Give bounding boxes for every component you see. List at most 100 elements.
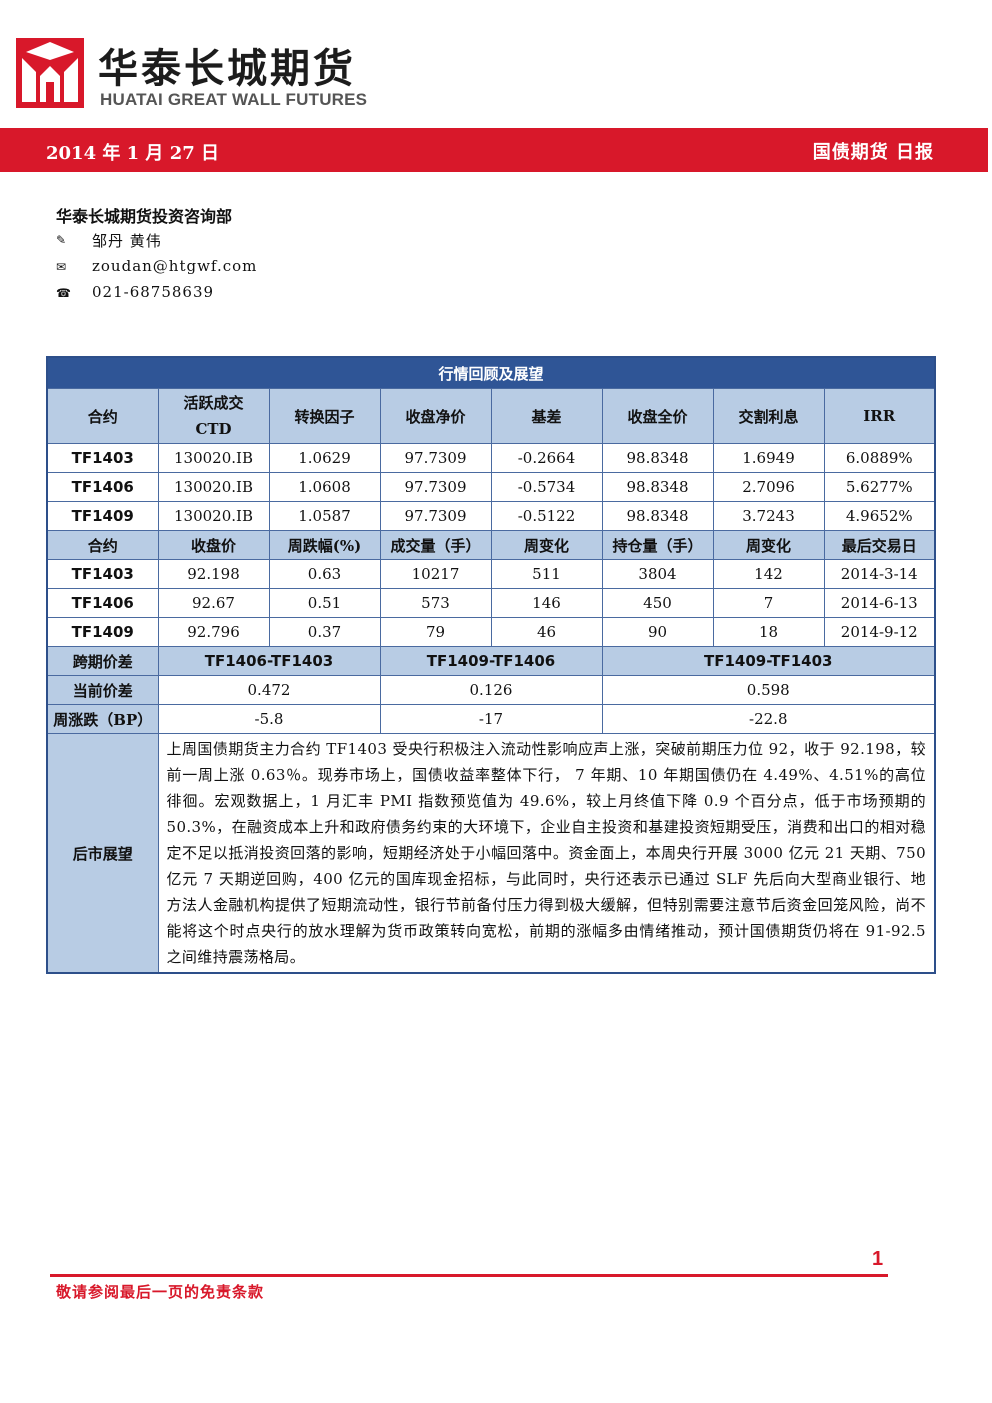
contract-cell: TF1406 — [46, 472, 159, 502]
outlook-text: 上周国债期货主力合约 TF1403 受央行积极注入流动性影响应声上涨，突破前期压… — [157, 733, 936, 974]
page-number: 1 — [872, 1248, 884, 1270]
brand-name-en: HUATAI GREAT WALL FUTURES — [100, 90, 368, 109]
report-title: 国债期货 日报 — [812, 142, 934, 163]
table-cell: 1.0629 — [268, 443, 381, 473]
email[interactable]: zoudan@htgwf.com — [92, 257, 258, 275]
table-cell: 92.67 — [157, 588, 270, 618]
col-header: 最后交易日 — [823, 530, 936, 560]
table-cell: -22.8 — [601, 704, 936, 734]
mail-icon: ✉ — [56, 260, 67, 274]
table-cell: -5.8 — [157, 704, 381, 734]
table-title: 行情回顾及展望 — [46, 356, 936, 389]
table-row: 当前价差 0.472 0.126 0.598 — [46, 675, 936, 705]
disclaimer: 敬请参阅最后一页的免责条款 — [56, 1283, 265, 1301]
market-review-table: 行情回顾及展望 合约 活跃成交CTD 转换因子 收盘净价 基差 收盘全价 交割利… — [46, 356, 937, 974]
phone-icon: ☎ — [56, 286, 71, 300]
table-cell: -0.2664 — [490, 443, 603, 473]
contract-cell: TF1406 — [46, 588, 159, 618]
col-header: 成交量（手） — [379, 530, 492, 560]
report-date: 2014 年 1 月 27 日 — [46, 143, 220, 164]
col-header: 合约 — [46, 388, 159, 444]
table-cell: 511 — [490, 559, 603, 589]
phone-row: ☎ 021-68758639 — [56, 283, 213, 301]
table-cell: -0.5122 — [490, 501, 603, 531]
table-cell: 573 — [379, 588, 492, 618]
col-header: 收盘价 — [157, 530, 270, 560]
contract-cell: TF1409 — [46, 617, 159, 647]
col-header: 周跌幅(%) — [268, 530, 381, 560]
table-cell: 10217 — [379, 559, 492, 589]
table-row: 后市展望 上周国债期货主力合约 TF1403 受央行积极注入流动性影响应声上涨，… — [46, 733, 936, 974]
table-cell: 6.0889% — [823, 443, 936, 473]
spread-label: 跨期价差 — [46, 646, 159, 676]
table-cell: 97.7309 — [379, 501, 492, 531]
table-cell: 3804 — [601, 559, 714, 589]
brand-name-cn: 华泰长城期货 — [98, 46, 356, 92]
table-cell: 5.6277% — [823, 472, 936, 502]
contract-cell: TF1403 — [46, 443, 159, 473]
table-cell: 0.37 — [268, 617, 381, 647]
table-cell: 92.198 — [157, 559, 270, 589]
table-cell: 130020.IB — [157, 501, 270, 531]
table-cell: 4.9652% — [823, 501, 936, 531]
col-header: 持仓量（手） — [601, 530, 714, 560]
col-header-ctd-text: 活跃成交CTD — [183, 394, 244, 438]
table-row: 周涨跌（BP） -5.8 -17 -22.8 — [46, 704, 936, 734]
col-header: 交割利息 — [712, 388, 825, 444]
col-header: 周变化 — [712, 530, 825, 560]
pencil-icon: ✎ — [56, 233, 67, 247]
phone: 021-68758639 — [92, 283, 215, 301]
table-cell: 46 — [490, 617, 603, 647]
header-bar: 2014 年 1 月 27 日 国债期货 日报 — [0, 128, 988, 172]
col-header: 合约 — [46, 530, 159, 560]
table-cell: 7 — [712, 588, 825, 618]
contract-cell: TF1409 — [46, 501, 159, 531]
table-cell: 97.7309 — [379, 443, 492, 473]
table-cell: 1.0608 — [268, 472, 381, 502]
table-cell: 98.8348 — [601, 443, 714, 473]
table-cell: 0.598 — [601, 675, 936, 705]
table-cell: 98.8348 — [601, 501, 714, 531]
table-row: TF1409 130020.IB 1.0587 97.7309 -0.5122 … — [46, 501, 936, 531]
table-row: TF1403 92.198 0.63 10217 511 3804 142 20… — [46, 559, 936, 589]
current-spread-label: 当前价差 — [46, 675, 159, 705]
table-row: TF1403 130020.IB 1.0629 97.7309 -0.2664 … — [46, 443, 936, 473]
table-cell: 142 — [712, 559, 825, 589]
col-header: 收盘全价 — [601, 388, 714, 444]
table-cell: 146 — [490, 588, 603, 618]
col-header: IRR — [823, 388, 936, 444]
table-cell: 1.6949 — [712, 443, 825, 473]
table-cell: 92.796 — [157, 617, 270, 647]
spread-header: TF1409-TF1403 — [601, 646, 936, 676]
col-header-ctd: 活跃成交CTD — [157, 388, 270, 444]
table-row: TF1406 92.67 0.51 573 146 450 7 2014-6-1… — [46, 588, 936, 618]
authors-row: ✎ 邹丹 黄伟 — [56, 230, 161, 250]
col-header: 基差 — [490, 388, 603, 444]
table-cell: 0.63 — [268, 559, 381, 589]
table-cell: 2.7096 — [712, 472, 825, 502]
footer-divider — [50, 1274, 888, 1277]
authors: 邹丹 黄伟 — [92, 232, 162, 250]
spread-header: TF1406-TF1403 — [157, 646, 381, 676]
table-cell: 90 — [601, 617, 714, 647]
table-cell: 2014-3-14 — [823, 559, 936, 589]
department-name: 华泰长城期货投资咨询部 — [56, 207, 233, 226]
logo-icon — [16, 38, 84, 108]
table-cell: 2014-9-12 — [823, 617, 936, 647]
email-row: ✉ zoudan@htgwf.com — [56, 257, 256, 275]
col-header: 周变化 — [490, 530, 603, 560]
col-header: 转换因子 — [268, 388, 381, 444]
table-cell: 450 — [601, 588, 714, 618]
col-header: 收盘净价 — [379, 388, 492, 444]
table-cell: 2014-6-13 — [823, 588, 936, 618]
table-cell: 1.0587 — [268, 501, 381, 531]
spread-header: TF1409-TF1406 — [379, 646, 603, 676]
table-cell: 97.7309 — [379, 472, 492, 502]
table-cell: 0.126 — [379, 675, 603, 705]
weekly-change-label: 周涨跌（BP） — [46, 704, 159, 734]
table-cell: 0.51 — [268, 588, 381, 618]
table-cell: 98.8348 — [601, 472, 714, 502]
outlook-label: 后市展望 — [46, 733, 159, 974]
table-cell: 3.7243 — [712, 501, 825, 531]
table-cell: 0.472 — [157, 675, 381, 705]
